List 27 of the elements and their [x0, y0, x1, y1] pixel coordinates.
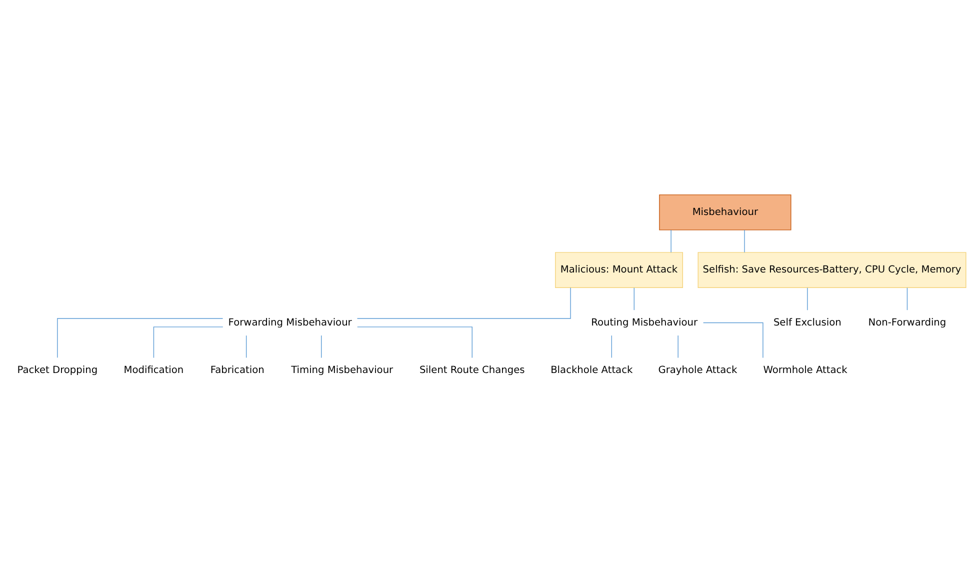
connector — [807, 288, 808, 310]
connector — [153, 326, 224, 358]
node-text: Wormhole Attack — [763, 365, 848, 376]
connector — [246, 335, 247, 358]
node-text: Silent Route Changes — [419, 365, 525, 376]
node-box: Misbehaviour — [659, 194, 792, 230]
node-text: Modification — [124, 365, 184, 376]
node-text: Non-Forwarding — [868, 317, 946, 328]
node-text: Self Exclusion — [773, 317, 842, 328]
connector — [57, 318, 224, 358]
node-text: Blackhole Attack — [550, 365, 633, 376]
node-box: Malicious: Mount Attack — [555, 252, 683, 288]
connector — [702, 322, 764, 358]
node-text: Fabrication — [210, 365, 264, 376]
connector — [357, 326, 472, 358]
connector — [321, 335, 322, 358]
node-text: Grayhole Attack — [658, 365, 738, 376]
connector — [906, 288, 908, 310]
connector — [611, 335, 612, 358]
connector — [356, 287, 571, 319]
connector — [744, 230, 745, 253]
node-text: Forwarding Misbehaviour — [228, 317, 352, 328]
node-text: Packet Dropping — [17, 365, 98, 376]
node-text: Routing Misbehaviour — [591, 317, 698, 328]
node-box: Selfish: Save Resources-Battery, CPU Cycle, Memory — [698, 252, 966, 288]
node-text: Timing Misbehaviour — [291, 365, 394, 376]
connector — [670, 230, 672, 253]
